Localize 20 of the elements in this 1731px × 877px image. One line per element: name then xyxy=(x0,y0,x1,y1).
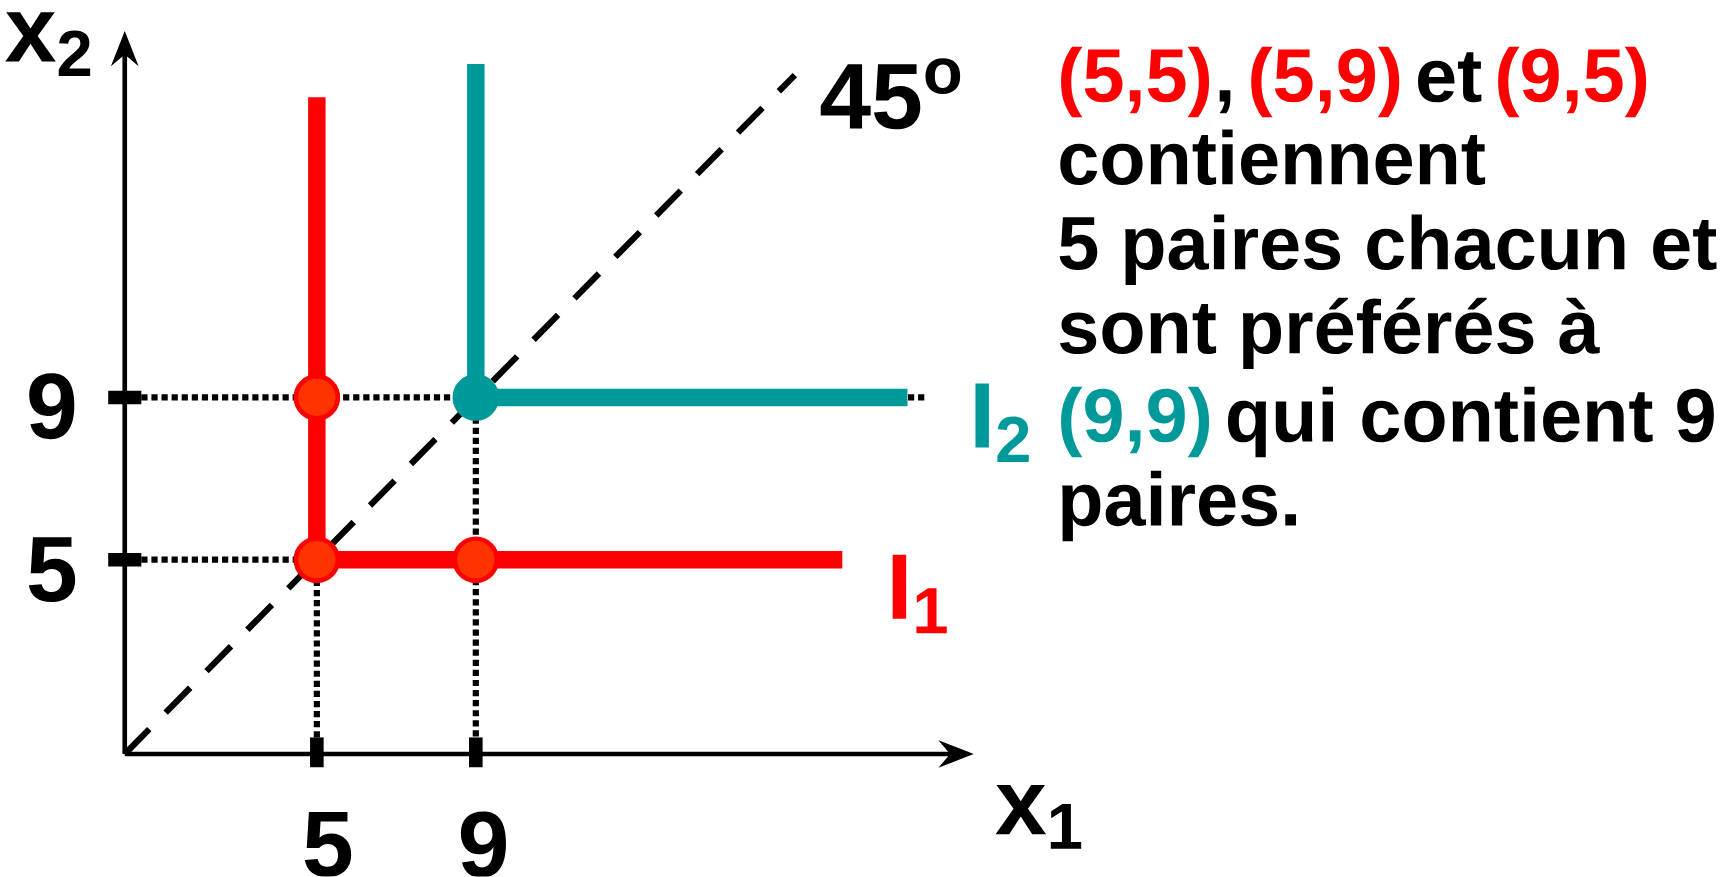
text-line: 5 paires chacun et xyxy=(1059,214,1717,286)
point-label: (9,9) xyxy=(1061,387,1210,458)
tick-label: 9 xyxy=(29,373,75,440)
tick-label: 5 xyxy=(304,812,352,877)
text-line: paires. xyxy=(1062,470,1296,542)
curve-label: I$_{2}$ xyxy=(975,383,1029,463)
text-line: qui contient 9 xyxy=(1228,387,1714,458)
text-line: sont préférés à xyxy=(1059,298,1600,370)
axis-label: x$_{2}$ xyxy=(5,12,91,77)
point-label: (5,5) xyxy=(1061,46,1210,118)
comma-text: , xyxy=(1219,90,1231,114)
point-label: (5,9) xyxy=(1251,46,1400,118)
tick-label: 9 xyxy=(460,811,506,877)
text-line: et xyxy=(1418,52,1482,103)
angle-label: 45$^{o}$ xyxy=(820,58,961,130)
curve-label: I$_{1}$ xyxy=(892,554,947,634)
point-label: (9,5) xyxy=(1498,46,1647,118)
axis-label: x$_{1}$ xyxy=(995,785,1082,849)
tick-label: 5 xyxy=(28,537,76,603)
text-line: contiennent xyxy=(1060,129,1486,186)
